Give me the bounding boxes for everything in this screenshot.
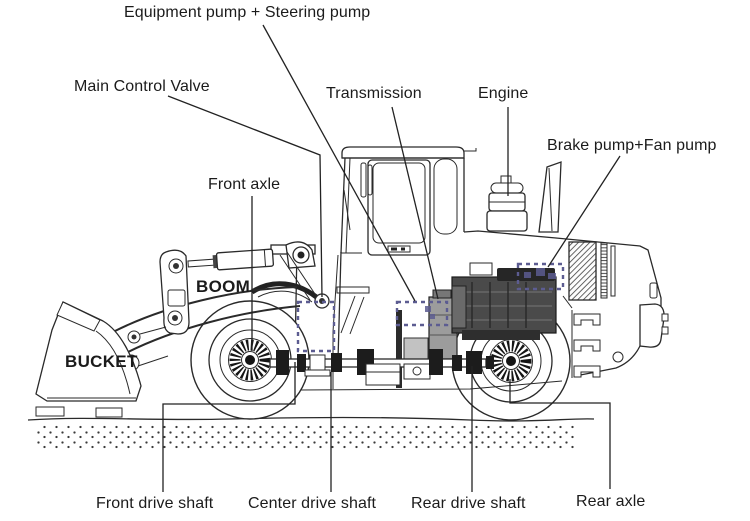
radiator-grille [568,241,597,301]
label-bucket: BUCKET [65,352,138,371]
rear-lamp [649,282,658,299]
label-equipment-pump: Equipment pump + Steering pump [124,4,371,21]
counterweight [639,303,665,348]
label-brake-pump: Brake pump+Fan pump [547,137,717,154]
shaft-bearing [309,354,326,371]
label-front-drive-shaft: Front drive shaft [96,495,214,512]
exhaust-stack [538,161,562,233]
tow-hitch [612,351,624,363]
equipment-pump-highlight [395,300,449,327]
engine-drawing [451,262,557,340]
label-center-drive-shaft: Center drive shaft [248,495,377,512]
air-cleaner [486,175,528,232]
rear-window [433,158,458,235]
spill-guard [56,301,101,332]
label-rear-drive-shaft: Rear drive shaft [411,495,526,512]
rear-step [573,365,601,378]
ground-hatch [35,424,575,450]
cab-handrail [360,162,367,198]
leader-front-drive-shaft [162,362,296,492]
grille-slat [600,242,608,299]
boom-cylinder [187,248,275,271]
articulation-joint [396,310,402,388]
driveline [269,349,494,386]
leader-main-control-valve [167,95,323,298]
leader-equipment-pump [262,24,416,302]
boom-arm [114,286,298,332]
highlight-boxes [296,262,565,353]
label-transmission: Transmission [326,85,422,102]
leader-lines [162,24,621,492]
front-wheel [190,300,310,420]
label-engine: Engine [478,85,529,102]
bellcrank-brace [250,281,322,302]
leader-brake-pump [547,155,621,268]
main-control-valve-highlight [296,300,336,353]
label-front-axle: Front axle [208,176,281,193]
ground [27,416,595,450]
label-rear-axle: Rear axle [576,493,646,510]
label-boom: BOOM [196,277,251,296]
brake-pump-highlight [516,262,565,291]
leader-transmission [391,106,439,300]
boom-anchor-bracket [159,249,190,335]
door-window [372,162,426,244]
rear-step [573,339,601,352]
rear-body [463,230,669,378]
leader-rear-axle [509,379,611,489]
bucket-drawing [35,301,142,418]
mirror-arm [343,189,351,231]
cab [332,146,477,335]
label-main-control-valve: Main Control Valve [74,78,210,95]
rear-step [573,313,601,326]
antenna [464,148,477,152]
boom-assembly [114,248,301,372]
